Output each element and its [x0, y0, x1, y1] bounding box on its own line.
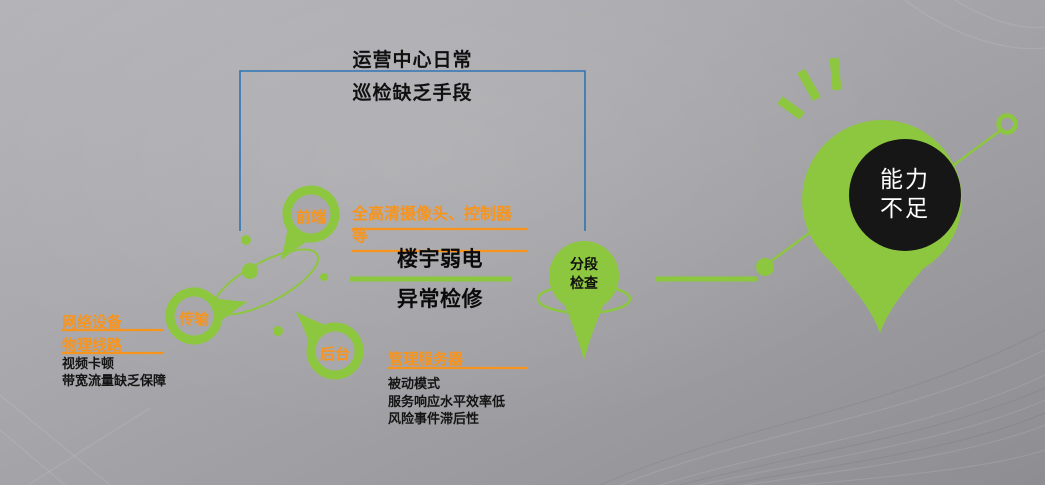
pin-front-ring	[282, 185, 340, 243]
backend-issue-1: 被动模式	[388, 377, 441, 392]
pin-segment-label: 分段 检查	[549, 256, 619, 294]
pin-result-label-line-1: 能力	[880, 167, 930, 193]
orange-underlines	[62, 227, 528, 370]
annotation-bracket-line	[239, 70, 586, 231]
pin-transmission-label: 传输	[178, 310, 209, 328]
annotation-line-1: 运营中心日常	[352, 49, 473, 71]
pin-result-label: 能力 不足	[855, 166, 955, 224]
front-desc-text: 全高清摄像头、控制器等	[352, 204, 513, 245]
pin-result	[802, 120, 962, 333]
center-title-line-1: 楼宇弱电	[397, 247, 483, 271]
result-connector-ring	[996, 113, 1018, 135]
backend-issue-3: 风险事件滞后性	[388, 412, 480, 427]
pin-backend	[295, 311, 364, 380]
pin-transmission-ring	[165, 287, 223, 345]
transmission-issue-1: 视频卡顿	[62, 357, 115, 372]
physical-lines-label: 物理线路	[62, 336, 123, 354]
pin-result-label-line-2: 不足	[880, 196, 930, 222]
transmission-issue-2: 带宽流量缺乏保障	[62, 374, 167, 389]
pin-segment-label-line-2: 检查	[570, 276, 598, 292]
result-connector-line-right	[946, 128, 1002, 172]
pin-backend-label: 后台	[319, 345, 350, 363]
pin-segment-label-line-1: 分段	[570, 257, 598, 273]
pin-result-black-circle	[849, 139, 961, 251]
cluster-dots	[241, 235, 328, 336]
pin-transmission	[165, 287, 249, 345]
pin-segment-head	[549, 241, 619, 311]
result-connector-dot	[756, 258, 774, 276]
network-devices-label: 网络设备	[62, 313, 123, 331]
sparkle-icon	[777, 57, 842, 120]
pin-front	[280, 185, 340, 261]
center-title-line-2: 异常检修	[397, 287, 483, 311]
annotation-line-2: 巡检缺乏手段	[352, 82, 473, 104]
backend-issue-2: 服务响应水平效率低	[388, 394, 506, 410]
backend-issues-list: 被动模式 服务响应水平效率低 风险事件滞后性	[388, 376, 505, 429]
transmission-issues-list: 视频卡顿 带宽流量缺乏保障	[62, 356, 166, 390]
pin-front-label: 前端	[295, 208, 326, 226]
pin-backend-ring	[306, 322, 364, 380]
pin-segment-tail	[562, 298, 606, 360]
management-server-label: 管理服务器	[388, 350, 464, 368]
pin-segment	[549, 241, 619, 360]
